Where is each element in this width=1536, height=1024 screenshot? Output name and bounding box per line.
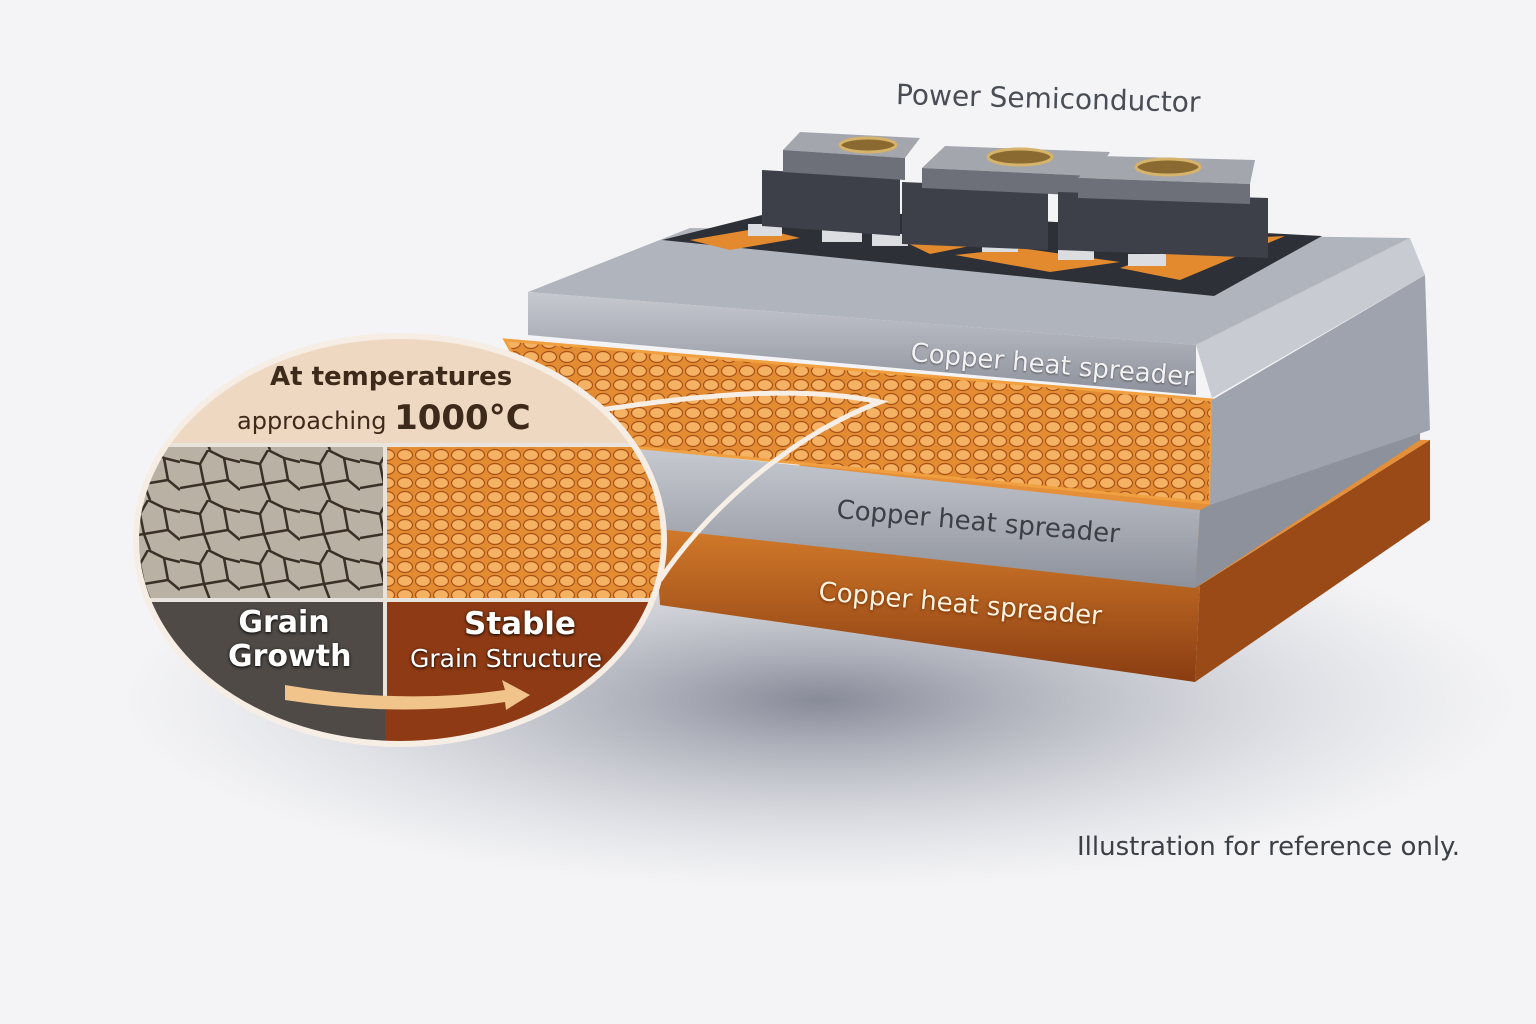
disclaimer-text: Illustration for reference only. <box>1077 832 1461 862</box>
grain-structure-label: Grain Structure <box>410 644 603 673</box>
power-chip <box>762 132 920 236</box>
power-chip <box>1058 156 1268 258</box>
magnifier-rim <box>133 333 667 747</box>
magnifier-heading-line1: At temperatures <box>270 362 513 392</box>
stable-label: Stable <box>464 606 576 642</box>
steel-side-face <box>1210 275 1430 505</box>
heading-prefix: approaching <box>237 407 387 435</box>
callout-pointer <box>599 390 889 582</box>
grain-growth-label: Grain Growth <box>228 605 352 674</box>
magnifier-heading-line2: approaching 1000°C <box>237 398 531 438</box>
arrow-icon <box>285 680 530 710</box>
power-chip <box>902 146 1110 250</box>
temperature-value: 1000°C <box>394 398 531 438</box>
